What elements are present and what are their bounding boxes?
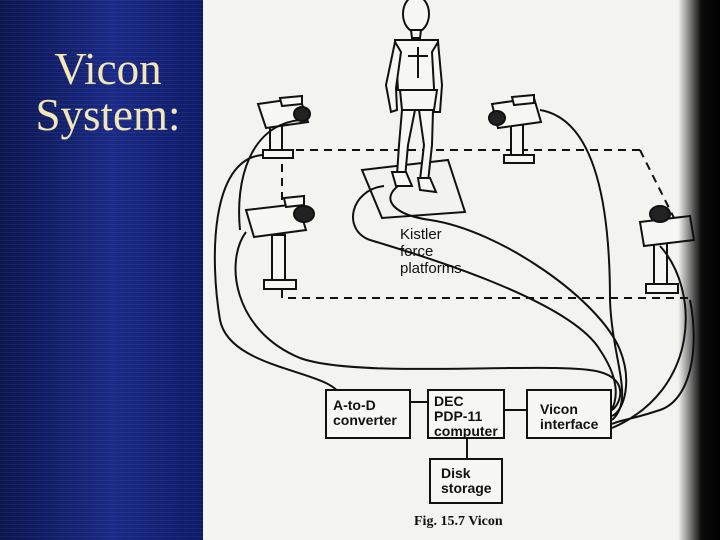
cables xyxy=(213,109,695,459)
scan-edge-shadow xyxy=(678,0,720,540)
force-label-line1: Kistler xyxy=(400,226,442,243)
disk-label-line2: storage xyxy=(441,480,492,496)
interface-label-line2: interface xyxy=(540,416,599,432)
force-platform-label: Kistler force platforms xyxy=(400,226,462,277)
computer-box xyxy=(427,389,505,439)
force-plate xyxy=(360,158,467,220)
capture-volume-outline xyxy=(281,149,690,299)
interface-box xyxy=(526,389,612,439)
disk-box xyxy=(429,458,503,504)
disk-label-line1: Disk xyxy=(441,465,471,481)
disk-label: Disk storage xyxy=(441,466,492,496)
adc-label-line1: A-to-D xyxy=(333,397,376,413)
camera-back-right xyxy=(488,93,543,164)
force-label-line2: force xyxy=(400,243,434,260)
mannequin xyxy=(384,0,444,194)
interface-label-line1: Vicon xyxy=(540,401,578,417)
computer-label-line2: PDP-11 xyxy=(434,408,483,424)
adc-label: A-to-D converter xyxy=(333,398,397,428)
camera-front-left xyxy=(244,194,315,290)
computer-label-line1: DEC xyxy=(434,393,464,409)
camera-back-left xyxy=(256,94,311,159)
title-panel: Vicon System: xyxy=(0,0,205,540)
adc-box xyxy=(325,389,411,439)
slide-title: Vicon System: xyxy=(18,46,198,138)
adc-label-line2: converter xyxy=(333,412,397,428)
force-label-line3: platforms xyxy=(400,260,462,277)
slide-title-line1: Vicon xyxy=(54,44,162,94)
computer-label: DEC PDP-11 computer xyxy=(434,394,498,439)
computer-label-line3: computer xyxy=(434,423,498,439)
figure-caption: Fig. 15.7 Vicon xyxy=(414,514,503,529)
interface-label: Vicon interface xyxy=(540,402,598,432)
slide-title-line2: System: xyxy=(35,90,181,140)
